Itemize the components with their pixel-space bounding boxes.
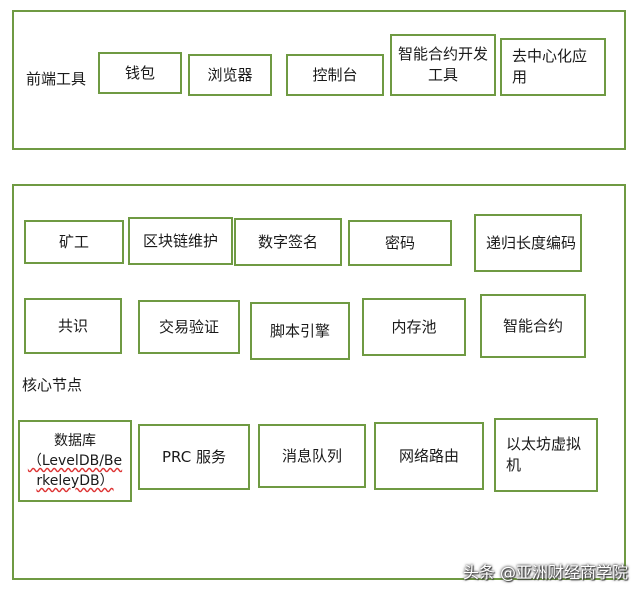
digital-signature-box: 数字签名	[234, 218, 342, 266]
watermark: 头条 @亚洲财经商学院	[462, 563, 628, 582]
database-title: 数据库	[54, 433, 96, 449]
cryptography-box: 密码	[348, 220, 452, 266]
miner-box: 矿工	[24, 220, 124, 264]
message-queue-box: 消息队列	[258, 424, 366, 488]
database-engine-line1: （LevelDB/Be	[27, 453, 123, 469]
rlp-encoding-box: 递归长度编码	[474, 214, 582, 272]
transaction-validation-box: 交易验证	[138, 300, 240, 354]
database-box: 数据库 （LevelDB/Be rkeleyDB）	[18, 420, 132, 502]
frontend-tools-panel	[12, 10, 626, 150]
evm-box: 以太坊虚拟机	[494, 418, 598, 492]
database-engine-line2: rkeleyDB）	[36, 473, 114, 489]
mempool-box: 内存池	[362, 298, 466, 356]
wallet-box: 钱包	[98, 52, 182, 94]
prc-service-box: PRC 服务	[138, 424, 250, 490]
blockchain-maintenance-box: 区块链维护	[128, 217, 233, 265]
console-box: 控制台	[286, 54, 384, 96]
script-engine-box: 脚本引擎	[250, 302, 350, 360]
consensus-box: 共识	[24, 298, 122, 354]
smart-contract-box: 智能合约	[480, 294, 586, 358]
core-node-label: 核心节点	[22, 376, 83, 394]
core-node-panel	[12, 184, 626, 580]
smart-contract-dev-tools-box: 智能合约开发工具	[390, 34, 496, 96]
browser-box: 浏览器	[188, 54, 272, 96]
dapp-box: 去中心化应用	[500, 38, 606, 96]
frontend-tools-label: 前端工具	[26, 70, 87, 88]
network-routing-box: 网络路由	[374, 422, 484, 490]
